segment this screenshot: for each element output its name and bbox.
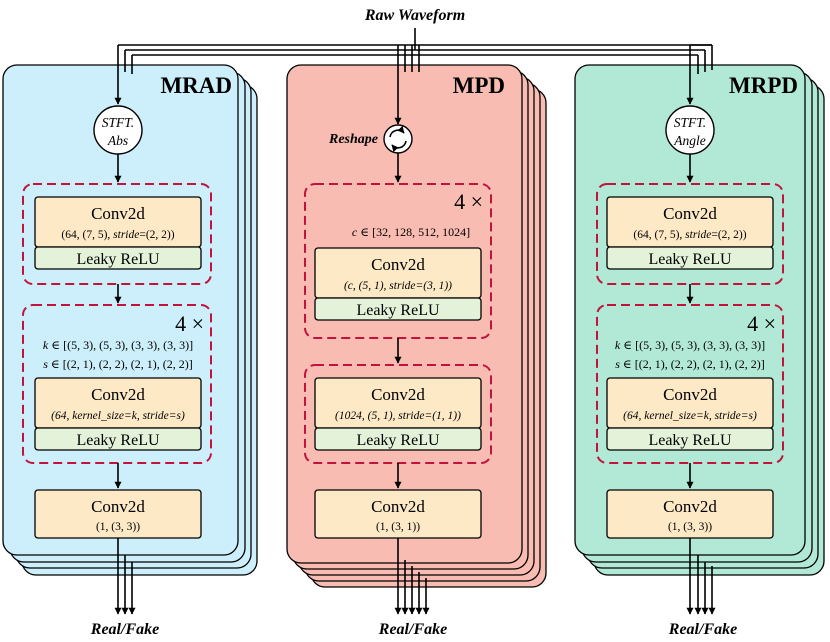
mrad-column: MRAD STFT. Abs Conv2d (64, (7, 5), strid… — [22, 73, 232, 638]
mrad-block2-sub: (64, kernel_size=k, stride=s) — [51, 410, 185, 422]
mpd-param-c: c ∈ [32, 128, 512, 1024] — [352, 225, 470, 239]
mpd-reshape-node: Reshape — [328, 124, 413, 154]
mrad-block1-act: Leaky ReLU — [76, 251, 160, 268]
mrad-group2-dashed — [22, 304, 212, 464]
mrpd-title: MRPD — [729, 73, 798, 98]
mrpd-repeat-label: 4 × — [747, 311, 776, 336]
mrad-stft-abs-node: STFT. Abs — [93, 105, 143, 155]
mpd-final-title: Conv2d — [371, 497, 425, 516]
mpd-output-label: Real/Fake — [378, 621, 447, 638]
mrpd-transform-line2: Angle — [673, 133, 706, 148]
mrad-param-s: s ∈ [(2, 1), (2, 2), (2, 1), (2, 2)] — [43, 357, 193, 371]
input-label: Raw Waveform — [364, 7, 465, 24]
mrpd-block1-title: Conv2d — [663, 204, 717, 223]
mrad-conv-block2: Conv2d (64, kernel_size=k, stride=s) Lea… — [34, 377, 202, 451]
mpd-block2-title: Conv2d — [371, 385, 425, 404]
mrpd-param-k: k ∈ [(5, 3), (5, 3), (3, 3), (3, 3)] — [615, 338, 765, 352]
mpd-block1-title: Conv2d — [371, 255, 425, 274]
mrpd-block2-title: Conv2d — [663, 385, 717, 404]
mrad-block2-title: Conv2d — [91, 385, 145, 404]
reshape-icon — [383, 124, 413, 154]
mpd-block2-sub: (1024, (5, 1), stride=(1, 1)) — [335, 410, 461, 422]
mrpd-conv-block1: Conv2d (64, (7, 5), stride=(2, 2)) Leaky… — [606, 196, 774, 270]
mrad-block2-act: Leaky ReLU — [76, 432, 160, 449]
mrpd-group1-dashed — [596, 183, 784, 285]
mpd-final-conv: Conv2d (1, (3, 1)) — [314, 489, 482, 539]
mpd-block1-sub: (c, (5, 1), stride=(3, 1)) — [344, 280, 452, 292]
mrad-final-sub: (1, (3, 3)) — [96, 521, 140, 533]
mrad-transform-line1: STFT. — [102, 115, 134, 130]
mrpd-final-conv: Conv2d (1, (3, 3)) — [606, 489, 774, 539]
mpd-final-sub: (1, (3, 1)) — [376, 521, 420, 533]
mrad-title: MRAD — [160, 73, 232, 98]
mrpd-stft-angle-node: STFT. Angle — [665, 105, 715, 155]
mpd-repeat-label: 4 × — [454, 189, 483, 214]
mrad-repeat-label: 4 × — [175, 311, 204, 336]
mpd-column: MPD Reshape 4 × c ∈ [32, 128, 512, 1024]… — [304, 73, 505, 638]
mrad-conv-block1: Conv2d (64, (7, 5), stride=(2, 2)) Leaky… — [34, 196, 202, 270]
mrpd-block1-sub: (64, (7, 5), stride=(2, 2)) — [633, 229, 746, 241]
mrpd-conv-block2: Conv2d (64, kernel_size=k, stride=s) Lea… — [606, 377, 774, 451]
mrad-final-conv: Conv2d (1, (3, 3)) — [34, 489, 202, 539]
mrad-group1-dashed — [22, 183, 212, 285]
mrad-param-k: k ∈ [(5, 3), (5, 3), (3, 3), (3, 3)] — [43, 338, 193, 352]
mrpd-final-sub: (1, (3, 3)) — [668, 521, 712, 533]
mpd-block1-act: Leaky ReLU — [356, 302, 440, 319]
mrad-output-label: Real/Fake — [90, 621, 159, 638]
mrad-block1-title: Conv2d — [91, 204, 145, 223]
mrad-transform-line2: Abs — [107, 133, 128, 148]
mrad-block1-sub: (64, (7, 5), stride=(2, 2)) — [61, 229, 174, 241]
mrad-final-title: Conv2d — [91, 497, 145, 516]
input-distribution-lines — [114, 28, 713, 125]
mpd-conv-block1: Conv2d (c, (5, 1), stride=(3, 1)) Leaky … — [314, 247, 482, 321]
mpd-panel-stack — [286, 64, 547, 588]
mpd-block2-act: Leaky ReLU — [356, 432, 440, 449]
mrpd-block1-act: Leaky ReLU — [648, 251, 732, 268]
mrpd-final-title: Conv2d — [663, 497, 717, 516]
mrpd-param-s: s ∈ [(2, 1), (2, 2), (2, 1), (2, 2)] — [615, 357, 765, 371]
mpd-reshape-label: Reshape — [328, 132, 378, 147]
mrpd-block2-sub: (64, kernel_size=k, stride=s) — [623, 410, 757, 422]
mpd-conv-block2: Conv2d (1024, (5, 1), stride=(1, 1)) Lea… — [314, 377, 482, 451]
mrpd-block2-act: Leaky ReLU — [648, 432, 732, 449]
mrpd-transform-line1: STFT. — [674, 115, 706, 130]
mpd-title: MPD — [453, 73, 505, 98]
mrpd-output-label: Real/Fake — [668, 621, 737, 638]
mrpd-column: MRPD STFT. Angle Conv2d (64, (7, 5), str… — [596, 73, 798, 638]
